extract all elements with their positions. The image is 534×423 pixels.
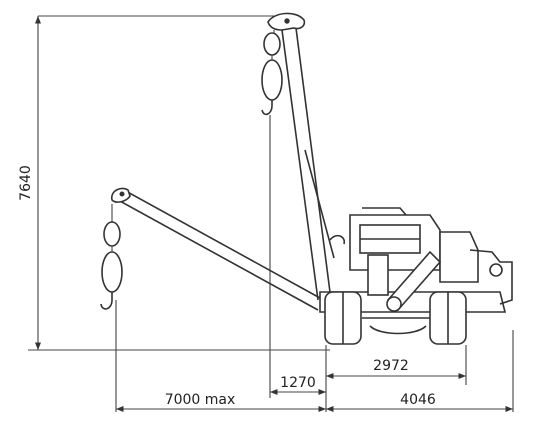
upper-hook-block — [261, 59, 283, 101]
offset-label: 1270 — [280, 375, 316, 391]
crane-hook-icon — [261, 100, 273, 116]
crane-hook-icon — [100, 292, 113, 310]
wheelbase-label: 2972 — [373, 358, 409, 374]
height-label: 7640 — [18, 165, 34, 201]
height-dimension: 7640 — [18, 15, 330, 351]
rear-wheel — [324, 291, 362, 345]
front-wheel — [429, 291, 467, 345]
lower-hook-block — [101, 251, 123, 293]
tractor-body — [319, 207, 513, 313]
upper-sheave-block — [263, 32, 281, 56]
reach-dimension: 7000 max — [116, 392, 326, 413]
length-dimension: 4046 — [326, 392, 513, 413]
wheelbase-dimension: 2972 — [326, 358, 466, 380]
raised-boom — [267, 12, 335, 301]
axle-assembly — [362, 317, 430, 335]
upper-hook — [261, 30, 283, 116]
offset-dimension: 1270 — [270, 375, 326, 396]
lower-hook — [100, 204, 123, 310]
length-label: 4046 — [400, 392, 436, 408]
lower-sheave-block — [103, 221, 121, 247]
inclined-boom — [111, 187, 321, 311]
reach-label: 7000 max — [165, 392, 236, 408]
